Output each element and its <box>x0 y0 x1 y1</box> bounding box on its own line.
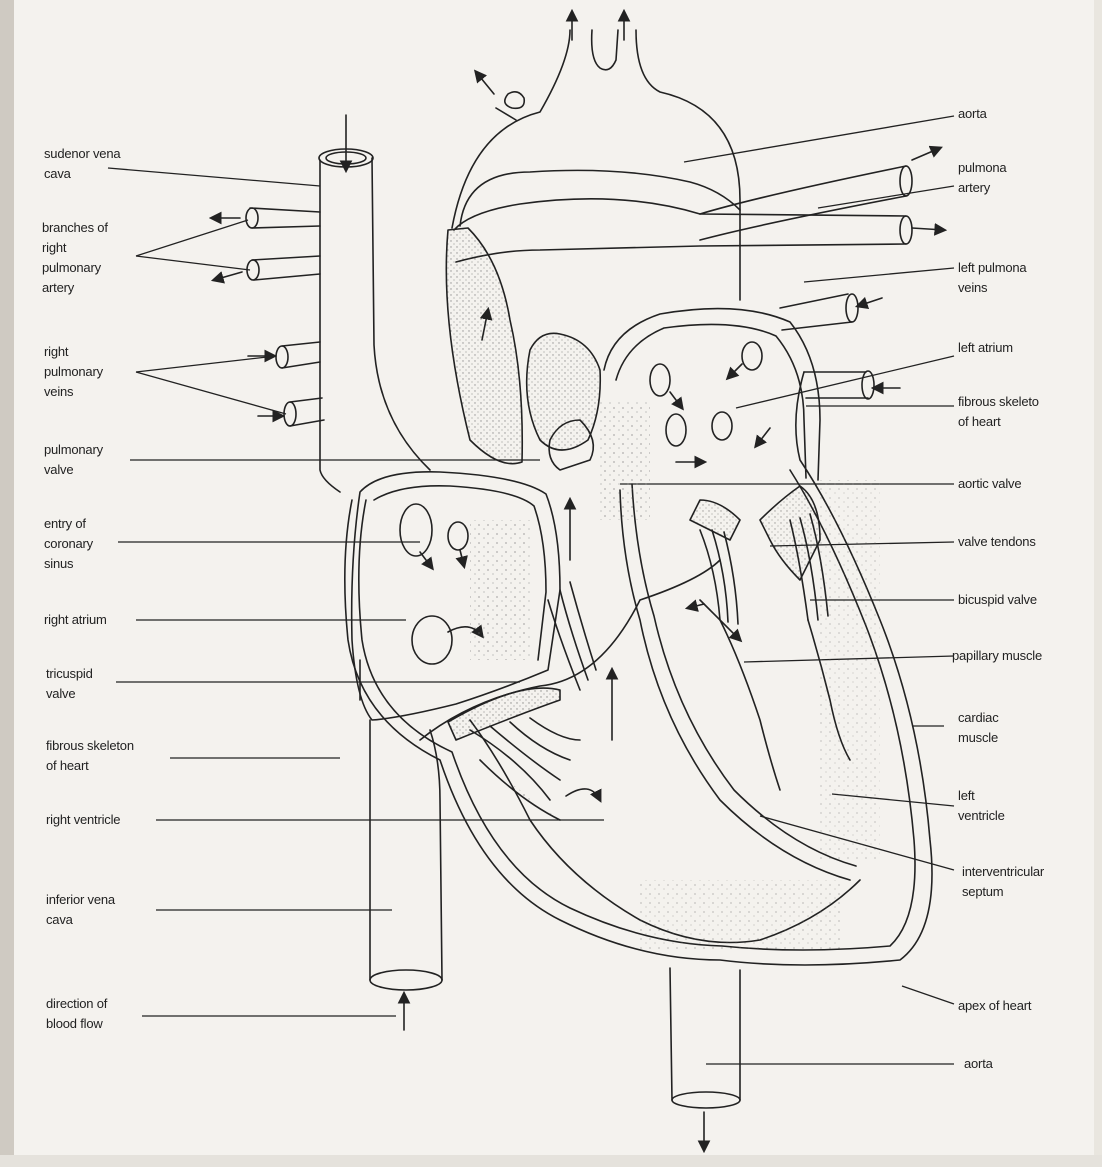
inferior-vena-cava-vessel <box>370 720 442 1030</box>
descending-aorta-vessel <box>670 968 740 1150</box>
label-papillary-muscle: papillary muscle <box>952 646 1042 666</box>
shading-stipple <box>470 400 880 950</box>
pulmonary-trunk <box>454 148 944 262</box>
pulmonary-valve-shape <box>446 228 600 470</box>
label-left-pulmonary-veins: left pulmona veins <box>958 258 1026 298</box>
label-interventricular-septum: interventricular septum <box>962 862 1044 902</box>
label-left-ventricle: left ventricle <box>958 786 1005 826</box>
label-entry-coronary-sinus: entry of coronary sinus <box>44 514 93 574</box>
label-inferior-vena-cava: inferior vena cava <box>46 890 115 930</box>
right-pulmonary-artery-branches <box>212 208 320 280</box>
label-pulmonary-artery: pulmona artery <box>958 158 1006 198</box>
label-aorta-top: aorta <box>958 104 987 124</box>
label-aorta-bottom: aorta <box>964 1054 993 1074</box>
label-left-atrium: left atrium <box>958 338 1013 358</box>
label-aortic-valve: aortic valve <box>958 474 1021 494</box>
label-branches-right-pulmonary-artery: branches of right pulmonary artery <box>42 218 108 298</box>
label-right-ventricle: right ventricle <box>46 810 120 830</box>
label-pulmonary-valve: pulmonary valve <box>44 440 103 480</box>
label-fibrous-skeleton-left: fibrous skeleton of heart <box>46 736 134 776</box>
label-right-pulmonary-veins: right pulmonary veins <box>44 342 103 402</box>
label-cardiac-muscle: cardiac muscle <box>958 708 999 748</box>
aortic-arch <box>452 12 740 300</box>
label-direction-blood-flow: direction of blood flow <box>46 994 107 1034</box>
label-tricuspid-valve: tricuspid valve <box>46 664 93 704</box>
label-apex-of-heart: apex of heart <box>958 996 1031 1016</box>
label-valve-tendons: valve tendons <box>958 532 1036 552</box>
label-fibrous-skeleton-right: fibrous skeleto of heart <box>958 392 1039 432</box>
label-right-atrium: right atrium <box>44 610 107 630</box>
label-superior-vena-cava: sudenor vena cava <box>44 144 120 184</box>
superior-vena-cava-vessel <box>319 115 430 492</box>
label-bicuspid-valve: bicuspid valve <box>958 590 1037 610</box>
